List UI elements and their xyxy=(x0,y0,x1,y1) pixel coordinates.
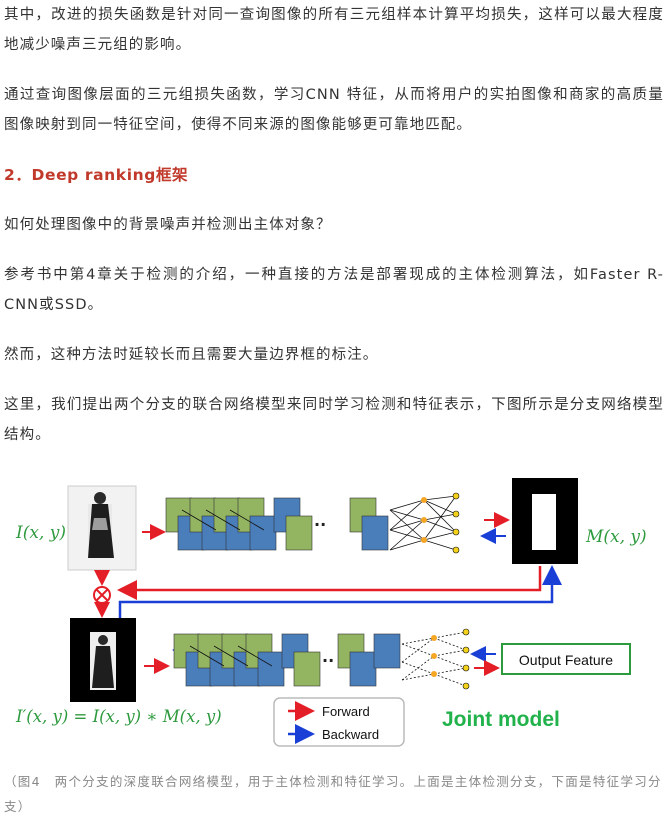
multiply-node xyxy=(93,586,111,604)
forward-mask-to-multiply xyxy=(117,566,542,600)
output-feature-box: Output Feature xyxy=(501,643,631,675)
paragraph-detection-reference: 参考书中第4章关于检测的介绍，一种直接的方法是部署现成的主体检测算法，如Fast… xyxy=(4,267,664,313)
paragraph-question: 如何处理图像中的背景噪声并检测出主体对象？ xyxy=(4,217,332,233)
mask-label: M(x, y) xyxy=(585,527,647,547)
top-cnn-layers xyxy=(165,497,389,551)
bottom-cnn-layers xyxy=(173,633,401,687)
joint-model-figure: I(x, y) xyxy=(4,470,666,770)
paragraph-latency: 然而，这种方法时延较长而且需要大量边界框的标注。 xyxy=(4,347,379,363)
masked-image xyxy=(70,618,136,702)
backward-to-mask xyxy=(118,565,562,620)
section-heading-deep-ranking: 2．Deep ranking框架 xyxy=(4,166,189,184)
joint-model-label: Joint model xyxy=(442,708,560,731)
masked-image-formula: I′(x, y) = I(x, y) ∗ M(x, y) xyxy=(15,707,222,726)
mask-image xyxy=(512,478,578,564)
legend-backward-label: Backward xyxy=(322,727,379,742)
top-ellipsis: .. xyxy=(314,511,326,530)
output-feature-label: Output Feature xyxy=(519,652,613,668)
input-image-label: I(x, y) xyxy=(15,523,66,543)
figure-caption: （图4 两个分支的深度联合网络模型，用于主体检测和特征学习。上面是主体检测分支，… xyxy=(4,774,662,814)
bottom-ellipsis: .. xyxy=(322,647,334,666)
paragraph-joint-network: 这里，我们提出两个分支的联合网络模型来同时学习检测和特征表示，下图所示是分支网络… xyxy=(4,397,664,443)
paragraph-loss-function: 其中，改进的损失函数是针对同一查询图像的所有三元组样本计算平均损失，这样可以最大… xyxy=(4,7,664,53)
bottom-fc-network xyxy=(401,628,470,690)
top-fc-network xyxy=(389,492,460,554)
paragraph-cnn-feature: 通过查询图像层面的三元组损失函数，学习CNN 特征，从而将用户的实拍图像和商家的… xyxy=(4,87,664,133)
input-image xyxy=(67,485,137,571)
legend: Forward Backward xyxy=(273,697,405,747)
legend-forward-label: Forward xyxy=(322,704,370,719)
